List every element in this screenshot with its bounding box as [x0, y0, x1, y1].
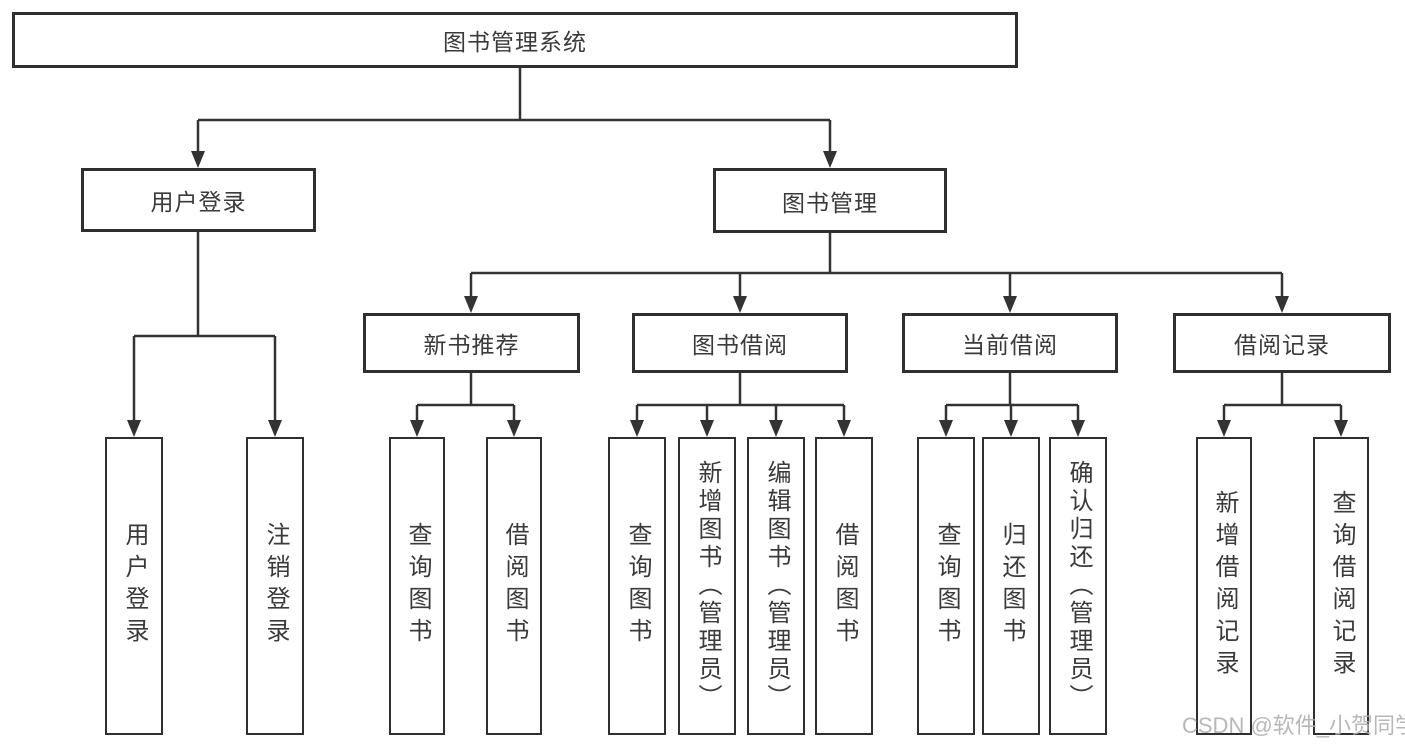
leaf-new-borrow-book: 借阅图书 [486, 437, 542, 735]
leaf-current-confirm-return-admin: 确认归还（管理员） [1049, 437, 1107, 735]
leaf-label: 归还图书 [998, 522, 1025, 650]
leaf-label: 确认归还（管理员） [1065, 460, 1092, 712]
leaf-record-add-record: 新增借阅记录 [1196, 437, 1252, 735]
leaf-label: 新增借阅记录 [1211, 490, 1238, 682]
leaf-new-query-book: 查询图书 [389, 437, 445, 735]
leaf-user-login: 用户登录 [105, 437, 163, 735]
leaf-label: 注销登录 [262, 522, 289, 650]
node-book-borrow: 图书借阅 [632, 313, 848, 373]
node-book-management: 图书管理 [713, 168, 947, 233]
leaf-label: 查询图书 [933, 522, 960, 650]
arrowheads [127, 151, 1348, 437]
node-borrow-record: 借阅记录 [1173, 313, 1391, 373]
leaf-label: 借阅图书 [831, 522, 858, 650]
leaf-current-query-book: 查询图书 [917, 437, 975, 735]
leaf-label: 借阅图书 [501, 522, 528, 650]
leaf-borrow-add-book-admin: 新增图书（管理员） [678, 437, 736, 735]
csdn-watermark: CSDN @软件_小贺同学 [1182, 713, 1405, 738]
leaf-label: 新增图书（管理员） [694, 460, 721, 712]
leaf-label: 用户登录 [121, 522, 148, 650]
leaf-record-query-record: 查询借阅记录 [1313, 437, 1369, 735]
leaf-borrow-edit-book-admin: 编辑图书（管理员） [747, 437, 805, 735]
leaf-label: 查询借阅记录 [1328, 490, 1355, 682]
leaf-logout: 注销登录 [246, 437, 304, 735]
leaf-label: 查询图书 [404, 522, 431, 650]
node-root: 图书管理系统 [12, 12, 1018, 68]
leaf-borrow-query-book: 查询图书 [608, 437, 666, 735]
node-user-login: 用户登录 [81, 168, 316, 232]
leaf-label: 查询图书 [624, 522, 651, 650]
leaf-label: 编辑图书（管理员） [763, 460, 790, 712]
leaf-borrow-borrow-book: 借阅图书 [815, 437, 873, 735]
leaf-current-return-book: 归还图书 [982, 437, 1040, 735]
node-current-borrow: 当前借阅 [902, 313, 1118, 373]
node-new-book-recommend: 新书推荐 [363, 313, 580, 373]
connector-segments [132, 67, 1343, 421]
